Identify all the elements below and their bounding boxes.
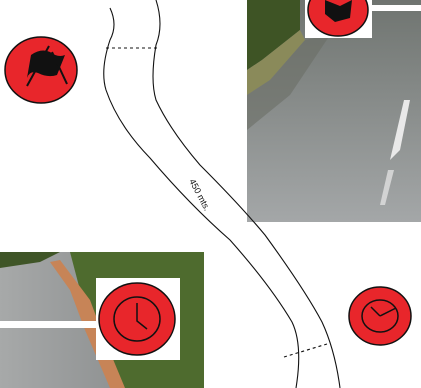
road-photo-top-right xyxy=(247,0,421,222)
photo-flag-marker xyxy=(305,0,372,38)
distance-label: 450 mts. xyxy=(187,177,212,212)
flag-icon xyxy=(5,37,77,103)
road-photo-bottom-left xyxy=(0,252,204,388)
clock-icon xyxy=(349,287,411,345)
finish-line xyxy=(284,344,327,357)
photo-clock-marker xyxy=(96,278,180,360)
